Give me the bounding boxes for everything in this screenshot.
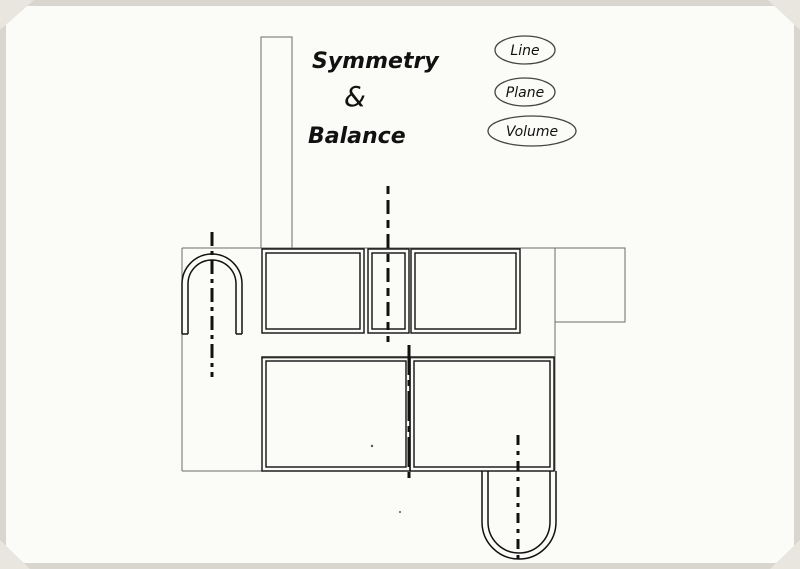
legend-label-plane: Plane: [506, 85, 544, 101]
room-bottom-right-inner: [413, 360, 551, 468]
legend-label-line: Line: [510, 43, 539, 59]
stray-mark: [399, 511, 401, 513]
room-top-left: [261, 248, 365, 334]
legend: Line Plane Volume: [487, 35, 577, 147]
room-top-center: [367, 248, 410, 334]
title-line1: Symmetry: [312, 49, 440, 74]
legend-oval-volume: [487, 115, 577, 147]
title-line3: Balance: [308, 124, 406, 149]
room-bottom-left-inner: [265, 360, 407, 468]
corner-tape-top-left: [0, 0, 34, 30]
corner-tape-bottom-left: [0, 540, 30, 569]
legend-label-volume: Volume: [506, 124, 558, 140]
building-outlines: [261, 248, 555, 472]
legend-oval-line: [494, 35, 556, 65]
room-top-left-inner: [265, 252, 361, 330]
legend-oval-plane: [494, 77, 556, 107]
stray-mark: [370, 444, 374, 448]
room-top-right-inner: [414, 252, 517, 330]
room-top-right: [410, 248, 521, 334]
corner-tape-bottom-right: [770, 540, 800, 569]
title: Symmetry & Balance: [308, 49, 440, 149]
corner-tape-top-right: [768, 0, 800, 30]
paper: [6, 6, 794, 563]
symmetry-axes: [210, 186, 520, 560]
title-ampersand: &: [344, 80, 366, 113]
